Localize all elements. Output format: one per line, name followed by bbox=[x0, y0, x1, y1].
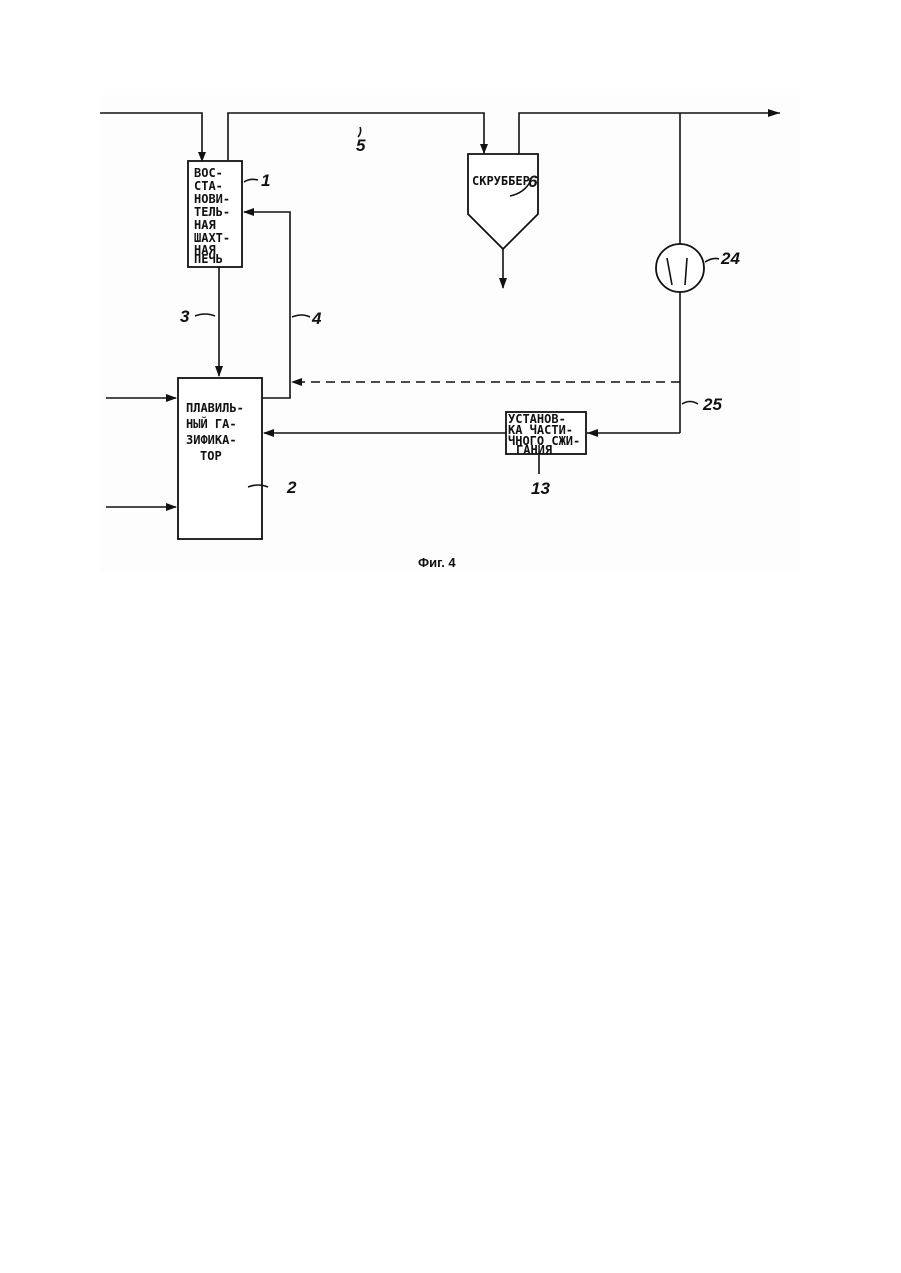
compressor-ref: 24 bbox=[720, 249, 740, 268]
gasifier-label-line-3: ЗИФИКА- bbox=[186, 433, 237, 447]
line-5-label: 5 bbox=[356, 136, 366, 155]
combustion-label-line-4: ГАНИЯ bbox=[516, 443, 552, 457]
gasifier-label-line-2: НЫЙ ГА- bbox=[186, 416, 237, 431]
gasifier-label-line-1: ПЛАВИЛЬ- bbox=[186, 401, 244, 415]
scrubber-label: СКРУББЕР bbox=[472, 174, 530, 188]
figure-caption: Фиг. 4 bbox=[418, 555, 456, 570]
furnace-label-line-1: ВОС- bbox=[194, 166, 223, 180]
furnace-label-line-2: СТА- bbox=[194, 179, 223, 193]
furnace-label-line-4: ТЕЛЬ- bbox=[194, 205, 230, 219]
line-25-label: 25 bbox=[702, 395, 722, 414]
compressor-icon bbox=[656, 244, 704, 292]
gasifier-ref: 2 bbox=[286, 478, 297, 497]
gasifier-label-line-4: ТОР bbox=[200, 449, 222, 463]
furnace-ref: 1 bbox=[261, 171, 270, 190]
furnace-label-line-3: НОВИ- bbox=[194, 192, 230, 206]
combustion-ref: 13 bbox=[531, 479, 550, 498]
scrubber-ref: 6 bbox=[528, 172, 538, 191]
line-4-label: 4 bbox=[311, 309, 322, 328]
furnace-label-line-5: НАЯ bbox=[194, 218, 216, 232]
furnace-label-line-8: ПЕЧЬ bbox=[194, 252, 223, 266]
line-3-label: 3 bbox=[180, 307, 190, 326]
